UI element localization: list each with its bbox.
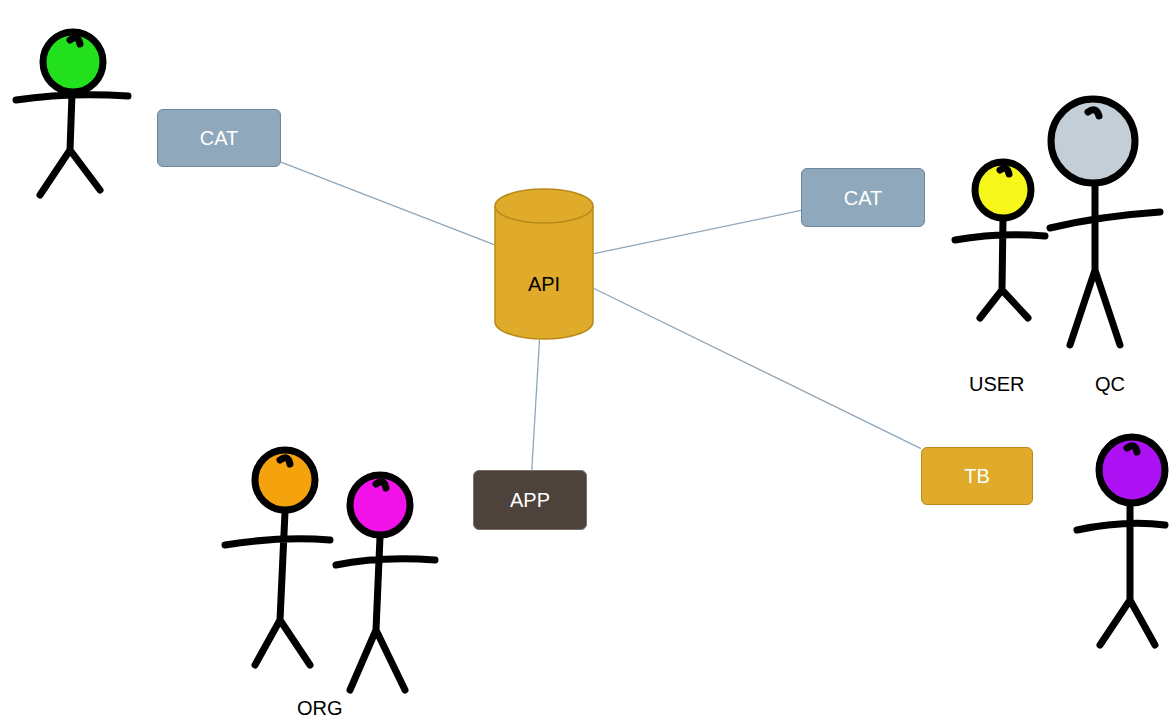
database-cylinder: API: [494, 188, 594, 340]
node-label: CAT: [200, 126, 239, 150]
node-label: CAT: [844, 186, 883, 210]
node-label: APP: [510, 488, 550, 512]
cylinder-shape: [494, 188, 594, 340]
figure-label: USER: [969, 373, 1025, 396]
app-box: APP: [473, 470, 587, 530]
figure-label: QC: [1095, 373, 1125, 396]
node-label: TB: [964, 464, 990, 488]
service-box: CAT: [157, 109, 281, 167]
connector-line: [532, 340, 540, 470]
service-box: CAT: [801, 168, 925, 227]
node-label: API: [528, 272, 560, 296]
figure-label: ORG: [297, 697, 343, 720]
service-box: TB: [921, 447, 1033, 505]
connector-line: [594, 210, 801, 253]
connector-line: [594, 288, 921, 448]
connector-line: [281, 162, 494, 245]
